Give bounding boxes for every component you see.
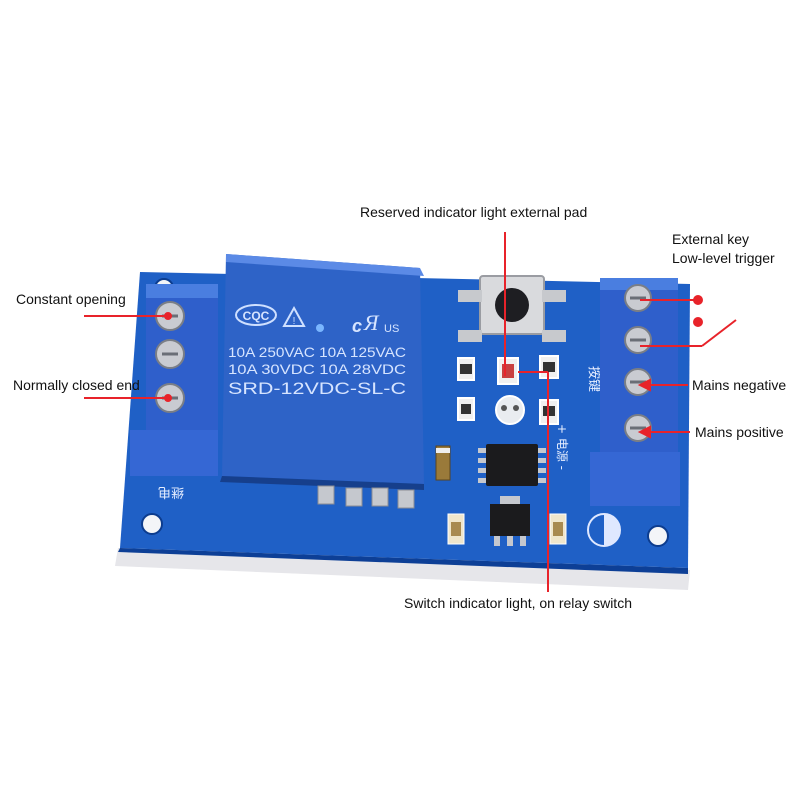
relay-cert: US xyxy=(384,323,399,335)
label-switch-indicator: Switch indicator light, on relay switch xyxy=(404,595,632,611)
relay-rating-1: 10A 250VAC 10A 125VAC xyxy=(228,344,406,360)
relay-brand: CQC xyxy=(243,309,270,323)
relay-model: SRD-12VDC-SL-C xyxy=(228,379,406,398)
diode xyxy=(435,445,451,481)
left-terminal-block xyxy=(130,284,218,476)
mount-hole-br xyxy=(647,525,669,547)
ul-mark-icon: c xyxy=(352,316,362,336)
relay-rating-2: 10A 30VDC 10A 28VDC xyxy=(228,361,406,377)
pcb-board-edge xyxy=(118,548,688,574)
label-mains-negative: Mains negative xyxy=(692,377,787,393)
right-terminal-block xyxy=(590,278,680,506)
label-mains-positive: Mains positive xyxy=(695,424,784,440)
label-external-key: External key xyxy=(672,231,750,247)
capacitor-pad xyxy=(495,395,525,425)
relay-led-dot xyxy=(316,324,324,332)
label-low-level-trigger: Low-level trigger xyxy=(672,250,775,266)
label-reserved-pad: Reserved indicator light external pad xyxy=(360,204,588,220)
label-constant-opening: Constant opening xyxy=(16,291,126,307)
silkscreen-relay-label: 继电 xyxy=(158,484,184,499)
warning-triangle-icon xyxy=(282,305,306,327)
relay: CQC ! c Я US 10A 250VAC 10A 125VAC 10A 3… xyxy=(220,254,424,490)
silkscreen-power-label: + 电源 - xyxy=(555,424,569,470)
svg-text:Я: Я xyxy=(363,310,380,335)
relay-pins xyxy=(317,485,415,509)
ic-chip xyxy=(486,444,538,486)
board-shadow xyxy=(115,548,690,590)
smd-components xyxy=(435,355,621,547)
svg-text:!: ! xyxy=(293,316,296,327)
label-normally-closed: Normally closed end xyxy=(13,377,140,393)
annotation-lines xyxy=(84,232,737,592)
tactile-button xyxy=(458,275,566,342)
voltage-regulator xyxy=(490,504,530,536)
mount-hole-bl xyxy=(141,513,163,535)
silkscreen-key-label: 按键 xyxy=(586,366,601,392)
